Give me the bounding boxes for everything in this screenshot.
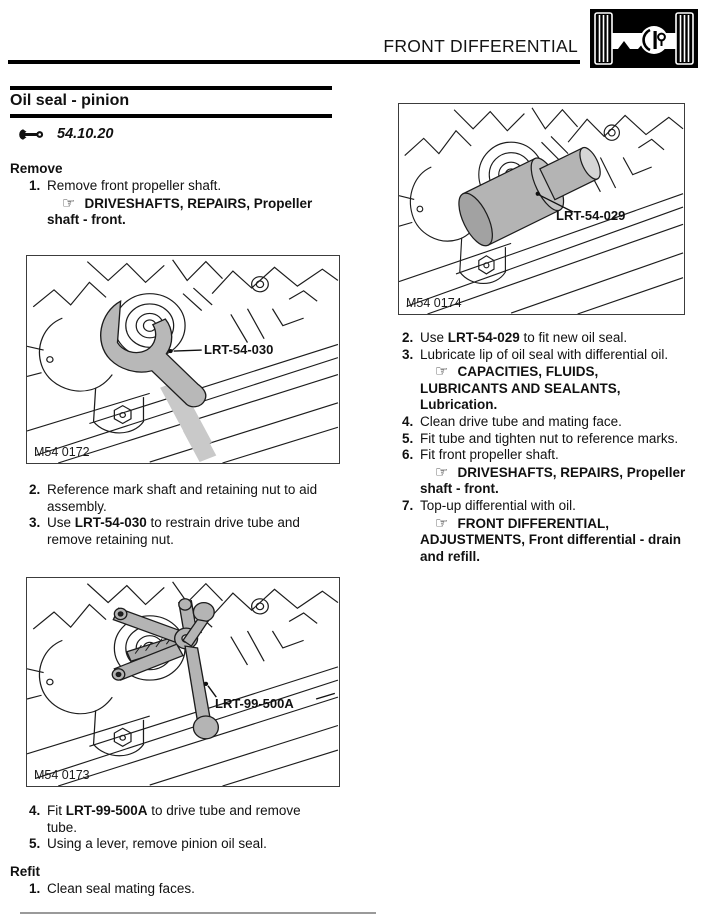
step-number: 5. [29,836,41,852]
procedure-step: 3. Lubricate lip of oil seal with differe… [383,347,695,414]
figure-m54-0174: LRT-54-029 M54 0174 [398,103,685,315]
refit-heading: Refit [10,864,40,879]
step-text: Remove front propeller shaft.☞DRIVESHAFT… [47,178,340,229]
procedure-step: 1. Clean seal mating faces. [10,881,340,898]
refit-steps-left: 1. Clean seal mating faces. [10,881,340,898]
refit-steps-right: 2. Use LRT-54-029 to fit new oil seal. 3. L… [383,330,695,565]
procedure-step: 5. Fit tube and tighten nut to reference … [383,431,695,448]
differential-illustration [27,581,339,786]
step-text: Fit LRT-99-500A to drive tube and remove… [47,803,301,835]
pointing-hand-icon: ☞ [62,193,76,212]
tool-label: LRT-99-500A [215,696,294,711]
step-number: 5. [402,430,414,446]
header-rule [8,60,580,64]
page-title: FRONT DIFFERENTIAL [383,36,578,56]
step-text: Clean drive tube and mating face. [420,413,622,429]
procedure-step: 2. Reference mark shaft and retaining nut… [10,482,340,515]
step-number: 3. [402,346,414,362]
section-title: Oil seal - pinion [10,92,130,109]
step-text: Lubricate lip of oil seal with different… [420,347,695,414]
figure-caption: M54 0174 [406,296,462,310]
cross-reference: ☞FRONT DIFFERENTIAL, ADJUSTMENTS, Front … [420,513,682,564]
remove-heading: Remove [10,161,63,176]
pointing-hand-icon: ☞ [435,462,449,481]
step-text: Fit front propeller shaft.☞DRIVESHAFTS, … [420,447,695,498]
step-text: Clean seal mating faces. [47,881,195,896]
step-text: Using a lever, remove pinion oil seal. [47,836,267,852]
step-number: 7. [402,497,414,513]
step-number: 4. [29,803,41,818]
step-number: 4. [402,413,414,429]
wrench-icon [19,128,44,140]
cross-reference: ☞CAPACITIES, FLUIDS, LUBRICANTS AND SEAL… [420,362,621,413]
figure-m54-0173: LRT-99-500A M54 0173 [26,577,340,787]
procedure-step: 7. Top-up differential with oil.☞FRONT DI… [383,498,695,565]
procedure-step: 6. Fit front propeller shaft.☞DRIVESHAFTS… [383,447,695,498]
remove-steps-1: 1. Remove front propeller shaft.☞DRIVESHA… [10,178,340,229]
operation-code: 54.10.20 [57,126,114,142]
figure-m54-0172: LRT-54-030 M54 0172 [26,255,340,464]
tool-label: LRT-54-030 [204,342,274,357]
step-text: Fit tube and tighten nut to reference ma… [420,430,679,446]
step-number: 6. [402,447,414,463]
procedure-step: 2. Use LRT-54-029 to fit new oil seal. [383,330,695,347]
step-number: 2. [402,330,414,345]
step-text: Use LRT-54-030 to restrain drive tube an… [47,515,300,547]
procedure-step: 4. Clean drive tube and mating face. [383,414,695,431]
page-bottom-rule [20,912,376,914]
step-number: 2. [29,482,41,497]
remove-steps-3: 4. Fit LRT-99-500A to drive tube and remo… [10,803,340,853]
step-text: Top-up differential with oil.☞FRONT DIFF… [420,498,695,565]
section-rule-top [10,86,332,90]
step-number: 1. [29,178,41,193]
cross-reference: ☞DRIVESHAFTS, REPAIRS, Propeller shaft -… [420,462,686,497]
step-text: Use LRT-54-029 to fit new oil seal. [420,330,628,345]
section-rule-bottom [10,114,332,118]
cross-reference: ☞DRIVESHAFTS, REPAIRS, Propeller shaft -… [47,193,313,228]
remove-steps-2: 2. Reference mark shaft and retaining nut… [10,482,340,548]
step-number: 1. [29,881,41,896]
tool-label: LRT-54-029 [556,208,626,223]
differential-illustration [27,259,339,463]
procedure-step: 5. Using a lever, remove pinion oil seal. [10,836,340,853]
differential-illustration [399,107,684,314]
step-text: Reference mark shaft and retaining nut t… [47,482,318,514]
pointing-hand-icon: ☞ [435,362,449,381]
figure-caption: M54 0173 [34,768,90,782]
step-number: 3. [29,515,41,531]
operation-row: 54.10.20 [14,126,113,142]
procedure-step: 4. Fit LRT-99-500A to drive tube and remo… [10,803,340,836]
pointing-hand-icon: ☞ [435,513,449,532]
figure-caption: M54 0172 [34,445,90,459]
procedure-step: 1. Remove front propeller shaft.☞DRIVESHA… [10,178,340,229]
procedure-step: 3. Use LRT-54-030 to restrain drive tube … [10,515,340,548]
front-axle-icon [590,9,698,68]
